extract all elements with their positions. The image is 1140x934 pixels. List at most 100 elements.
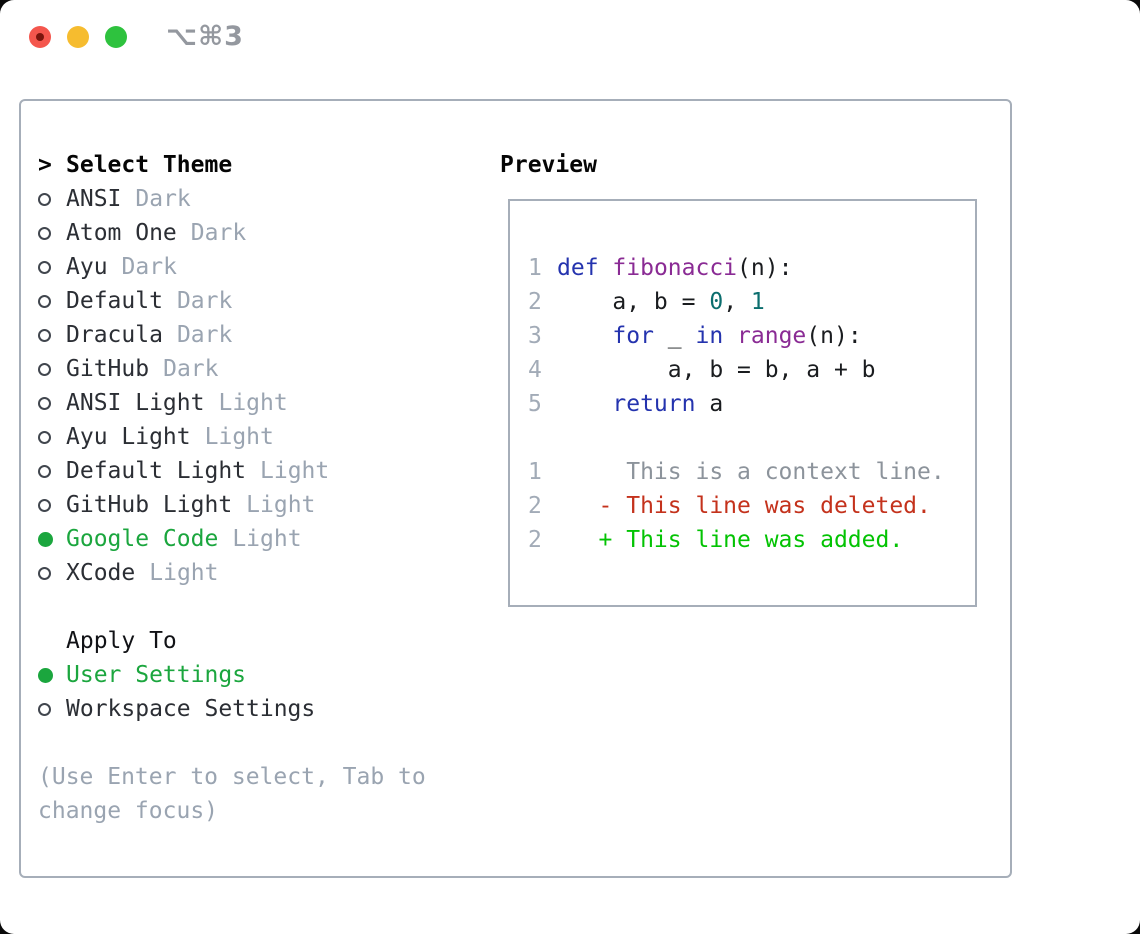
code-segment: (n):: [737, 255, 793, 281]
theme-item[interactable]: Google Code Light: [38, 522, 488, 556]
code-segment: + This line was added.: [557, 527, 904, 553]
help-text-line-2: change focus): [38, 798, 219, 824]
theme-name: Ayu: [66, 254, 108, 280]
bullet-column: [38, 396, 66, 410]
bullet-column: [38, 328, 66, 342]
spacer: [38, 590, 488, 624]
code-segment: [557, 323, 612, 349]
code-segment: _: [653, 323, 696, 349]
theme-variant-label: Light: [218, 390, 288, 416]
bullet-column: [38, 362, 66, 376]
bullet-column: [38, 260, 66, 274]
code-segment: - This line was deleted.: [557, 493, 931, 519]
theme-variant-label: Light: [260, 458, 330, 484]
close-dot-icon: [36, 33, 44, 41]
radio-icon: [38, 362, 51, 376]
theme-name: GitHub Light: [66, 492, 233, 518]
theme-variant-label: Dark: [121, 254, 177, 280]
radio-icon: [38, 430, 51, 444]
apply-to-item[interactable]: Workspace Settings: [38, 692, 488, 726]
code-segment: ,: [723, 289, 751, 315]
radio-icon: [38, 498, 51, 512]
line-number: 3: [528, 323, 542, 349]
select-theme-heading-row: > Select Theme: [38, 148, 488, 182]
theme-item[interactable]: Dracula Dark: [38, 318, 488, 352]
code-segment: for: [612, 323, 654, 349]
window-shortcut-label: ⌥⌘3: [166, 21, 244, 52]
code-segment: a: [695, 391, 724, 417]
theme-name: ANSI: [66, 186, 122, 212]
theme-variant-label: Light: [149, 560, 219, 586]
code-line: 4 a, b = b, a + b: [528, 353, 975, 387]
theme-variant-label: Light: [246, 492, 316, 518]
bullet-column: [38, 667, 66, 683]
theme-variant-label: Dark: [176, 288, 233, 314]
apply-to-item[interactable]: User Settings: [38, 658, 488, 692]
line-number: 1: [528, 255, 542, 281]
radio-icon: [38, 192, 51, 206]
theme-item[interactable]: XCode Light: [38, 556, 488, 590]
line-number: 2: [528, 289, 542, 315]
radio-icon: [38, 226, 51, 240]
code-line: 2 + This line was added.: [528, 523, 975, 557]
line-number: 2: [528, 527, 542, 553]
theme-variant-label: Dark: [176, 322, 233, 348]
theme-name: XCode: [66, 560, 136, 586]
theme-variant-label: Light: [204, 424, 274, 450]
select-theme-title: Select Theme: [66, 152, 233, 178]
prompt-caret: >: [38, 152, 52, 178]
traffic-light-close[interactable]: [29, 26, 51, 48]
bullet-column: [38, 430, 66, 444]
code-segment: in: [695, 323, 724, 349]
code-line: 1 This is a context line.: [528, 455, 975, 489]
line-number: 5: [528, 391, 542, 417]
code-line: 5 return a: [528, 387, 975, 421]
preview-title: Preview: [500, 152, 597, 178]
bullet-column: [38, 531, 66, 547]
code-line: [528, 421, 975, 455]
theme-variant-label: Light: [232, 526, 302, 552]
code-segment: 1: [750, 289, 765, 315]
theme-item[interactable]: ANSI Dark: [38, 182, 488, 216]
line-number: 1: [528, 459, 542, 485]
code-segment: a, b =: [557, 289, 710, 315]
code-segment: (n):: [806, 323, 862, 349]
bullet-column: [38, 294, 66, 308]
theme-name: Google Code: [66, 526, 219, 552]
code-segment: [723, 323, 737, 349]
traffic-light-minimize[interactable]: [67, 26, 89, 48]
code-segment: This is a context line.: [557, 459, 945, 485]
radio-icon: [38, 464, 51, 478]
theme-name: Atom One: [66, 220, 177, 246]
code-segment: def: [557, 255, 599, 281]
code-segment: 0: [709, 289, 724, 315]
code-segment: [557, 391, 612, 417]
help-text-line-1: (Use Enter to select, Tab to: [38, 764, 426, 790]
code-segment: [599, 255, 613, 281]
radio-icon: [38, 294, 51, 308]
theme-item[interactable]: GitHub Light Light: [38, 488, 488, 522]
theme-name: Dracula: [66, 322, 163, 348]
bullet-column: [38, 464, 66, 478]
traffic-light-zoom[interactable]: [105, 26, 127, 48]
code-line: 3 for _ in range(n):: [528, 319, 975, 353]
theme-variant-label: Dark: [163, 356, 219, 382]
theme-variant-label: Dark: [135, 186, 191, 212]
radio-selected-icon: [38, 667, 53, 683]
theme-item[interactable]: Ayu Dark: [38, 250, 488, 284]
radio-icon: [38, 260, 51, 274]
code-segment: return: [612, 391, 696, 417]
bullet-column: [38, 566, 66, 580]
